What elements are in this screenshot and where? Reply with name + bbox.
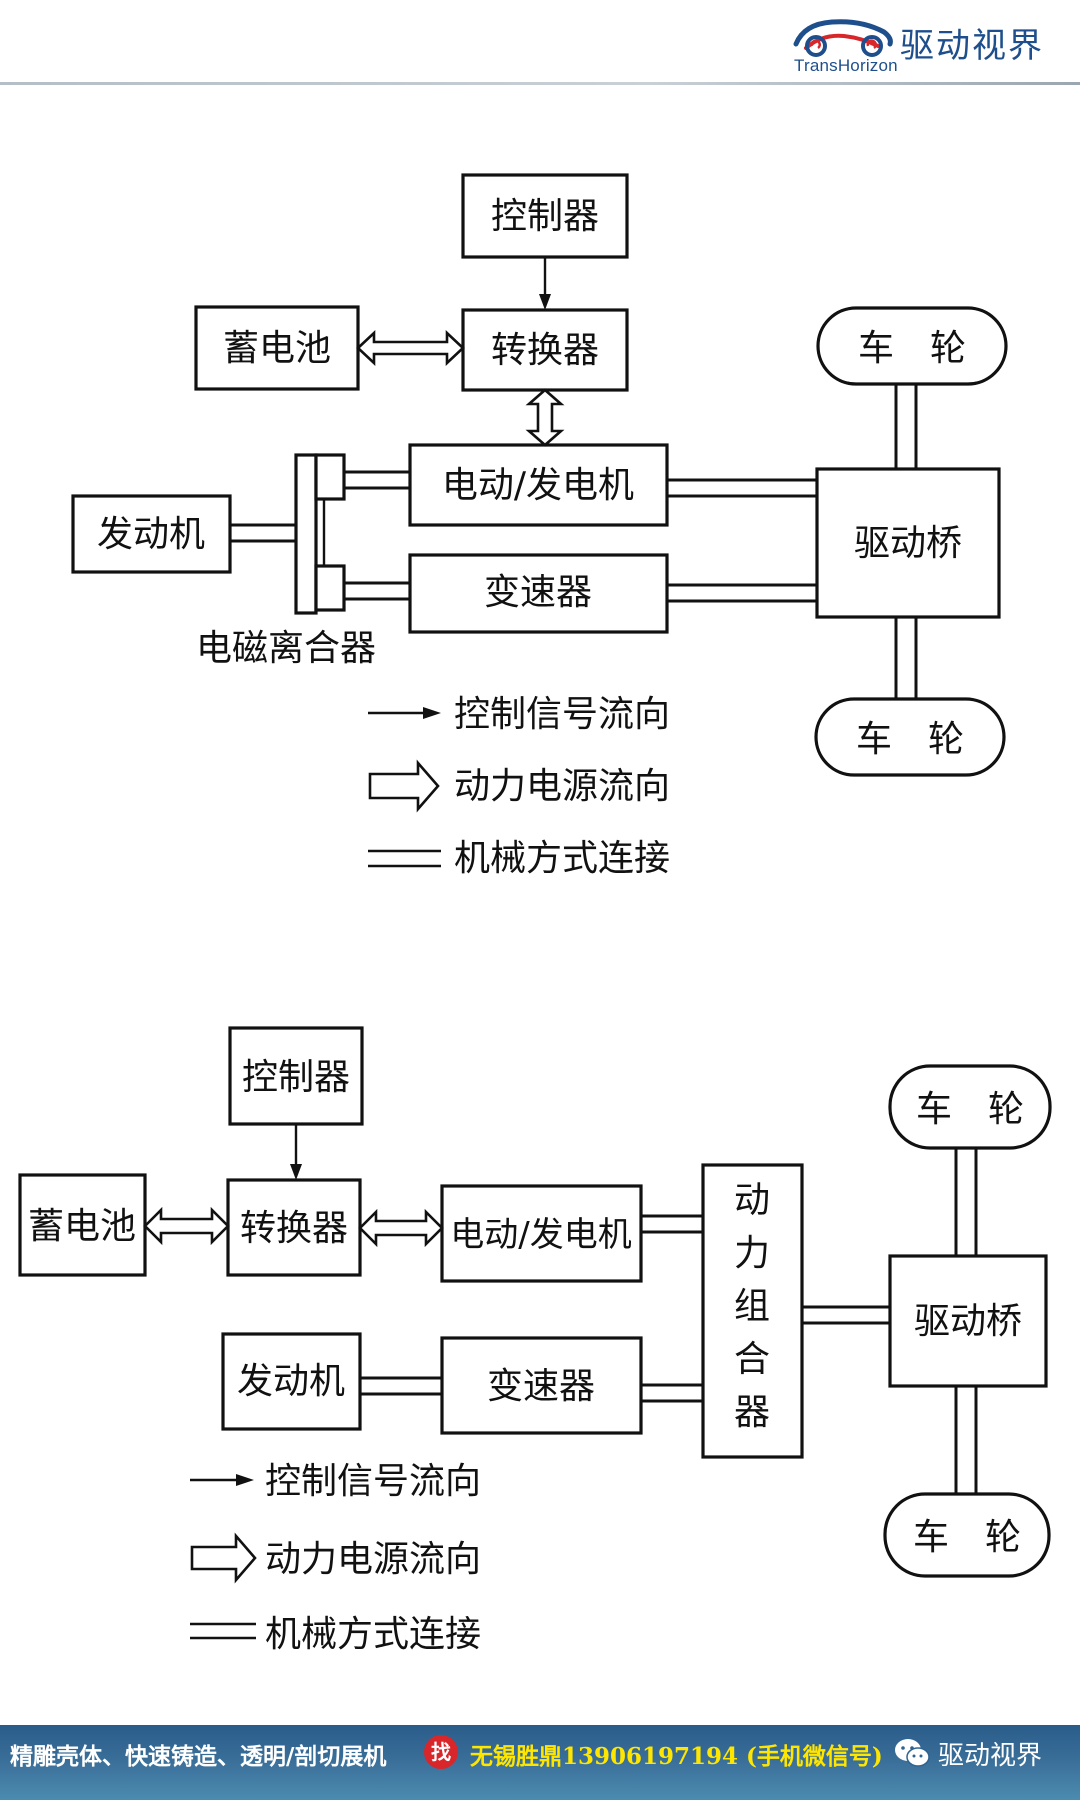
- shaft-axle-wheel-bottom: [954, 1384, 978, 1496]
- drive-axle-label: 驱动桥: [914, 1301, 1022, 1342]
- controller-box: 控制器: [461, 173, 629, 259]
- engine-label: 发动机: [97, 514, 205, 555]
- battery-box: 蓄电池: [194, 305, 360, 391]
- controller-label: 控制器: [491, 196, 599, 237]
- power-arrow-converter-motor: [525, 388, 565, 447]
- brand-name-en: TransHorizon: [794, 56, 898, 75]
- converter-label: 转换器: [240, 1208, 348, 1249]
- wheel-bottom: 车 轮: [814, 697, 1006, 777]
- wechat-account-name: 驱动视界: [938, 1741, 1043, 1771]
- battery-box: 蓄电池: [18, 1173, 147, 1277]
- diagram-series-hybrid: 控制器 蓄电池 转换器 电动/发电机 发动机 变速器 驱动桥 车 轮 车 轮 电…: [71, 173, 1008, 879]
- shaft-combiner-axle: [800, 1305, 892, 1325]
- shaft-motor-combiner: [639, 1214, 705, 1234]
- legend-power-flow: 动力电源流向: [190, 1532, 481, 1584]
- legend-control-signal-label: 控制信号流向: [265, 1461, 481, 1502]
- power-combiner-char-1: 动: [734, 1180, 770, 1221]
- shaft-engine-clutch: [228, 523, 298, 543]
- shaft-transmission-axle: [665, 583, 819, 603]
- power-arrow-battery-converter: [356, 329, 465, 367]
- converter-label: 转换器: [491, 330, 599, 371]
- shaft-axle-wheel-top: [894, 382, 918, 471]
- shaft-motor-axle: [665, 478, 819, 498]
- legend: 控制信号流向 动力电源流向 机械方式连接: [190, 1461, 481, 1655]
- legend-power-flow: 动力电源流向: [368, 759, 670, 813]
- wheel-top: 车 轮: [816, 306, 1008, 386]
- controller-box: 控制器: [228, 1026, 364, 1126]
- power-combiner-char-3: 组: [734, 1286, 770, 1327]
- drive-axle-label: 驱动桥: [854, 523, 962, 564]
- control-arrow: [290, 1124, 302, 1180]
- transmission-box: 变速器: [408, 553, 669, 634]
- electromagnetic-clutch: [294, 453, 346, 615]
- power-combiner-char-4: 合: [734, 1339, 770, 1380]
- engine-box: 发动机: [71, 494, 232, 574]
- motor-generator-box: 电动/发电机: [440, 1184, 643, 1283]
- converter-box: 转换器: [226, 1178, 362, 1277]
- legend-mechanical: 机械方式连接: [190, 1614, 481, 1655]
- transmission-box: 变速器: [440, 1336, 643, 1435]
- wechat-icon: [895, 1739, 930, 1767]
- legend-mechanical: 机械方式连接: [368, 838, 670, 879]
- power-arrow-converter-motor: [358, 1208, 444, 1248]
- power-combiner-char-2: 力: [734, 1233, 770, 1274]
- clutch-label: 电磁离合器: [196, 628, 376, 669]
- wheel-top: 车 轮: [888, 1064, 1052, 1150]
- legend-control-signal-label: 控制信号流向: [454, 694, 670, 735]
- footer-contact: 无锡胜鼎13906197194 (手机微信号): [470, 1743, 883, 1770]
- transmission-label: 变速器: [487, 1366, 595, 1407]
- motor-generator-box: 电动/发电机: [408, 443, 669, 527]
- find-badge: 找: [424, 1735, 458, 1769]
- footer-bar: 精雕壳体、快速铸造、透明/剖切展机 找 无锡胜鼎13906197194 (手机微…: [0, 1725, 1080, 1800]
- wheel-top-label: 车 轮: [858, 328, 966, 369]
- legend-power-flow-label: 动力电源流向: [265, 1539, 481, 1580]
- footer-tagline: 精雕壳体、快速铸造、透明/剖切展机: [10, 1743, 387, 1770]
- shaft-clutch-transmission: [342, 581, 412, 601]
- diagram-parallel-hybrid: 控制器 蓄电池 转换器 电动/发电机 发动机 变速器 动 力 组 合 器 驱动桥…: [18, 1026, 1052, 1655]
- controller-label: 控制器: [242, 1057, 350, 1098]
- shaft-axle-wheel-top: [954, 1146, 978, 1258]
- drive-axle-box: 驱动桥: [815, 467, 1001, 619]
- header-divider: [0, 82, 1080, 85]
- motor-generator-label: 电动/发电机: [450, 1215, 631, 1255]
- engine-label: 发动机: [237, 1361, 345, 1402]
- shaft-clutch-motor: [342, 470, 412, 490]
- motor-generator-label: 电动/发电机: [442, 465, 634, 506]
- battery-label: 蓄电池: [223, 328, 331, 369]
- legend-mechanical-label: 机械方式连接: [265, 1614, 481, 1655]
- power-arrow-battery-converter: [143, 1206, 230, 1246]
- legend-control-signal: 控制信号流向: [368, 694, 670, 735]
- legend-mechanical-label: 机械方式连接: [454, 838, 670, 879]
- shaft-engine-transmission: [358, 1376, 444, 1396]
- brand-name-cn: 驱动视界: [900, 26, 1044, 66]
- engine-box: 发动机: [221, 1332, 362, 1431]
- drive-axle-box: 驱动桥: [888, 1254, 1048, 1388]
- legend-control-signal: 控制信号流向: [190, 1461, 481, 1502]
- header-bar: TransHorizon 驱动视界: [0, 0, 1080, 84]
- wheel-bottom: 车 轮: [883, 1492, 1051, 1578]
- shaft-transmission-combiner: [639, 1383, 705, 1403]
- transmission-label: 变速器: [484, 572, 592, 613]
- power-combiner-box: 动 力 组 合 器: [701, 1163, 804, 1459]
- power-combiner-char-5: 器: [734, 1392, 770, 1433]
- control-arrow: [539, 257, 551, 310]
- legend: 控制信号流向 动力电源流向 机械方式连接: [368, 694, 670, 879]
- wheel-top-label: 车 轮: [916, 1089, 1024, 1130]
- car-logo-icon: [793, 19, 893, 57]
- converter-box: 转换器: [461, 308, 629, 392]
- wheel-bottom-label: 车 轮: [856, 719, 964, 760]
- brand-logo: TransHorizon 驱动视界: [788, 10, 1078, 78]
- wheel-bottom-label: 车 轮: [913, 1517, 1021, 1558]
- legend-power-flow-label: 动力电源流向: [454, 766, 670, 807]
- battery-label: 蓄电池: [28, 1206, 136, 1247]
- shaft-axle-wheel-bottom: [894, 615, 918, 701]
